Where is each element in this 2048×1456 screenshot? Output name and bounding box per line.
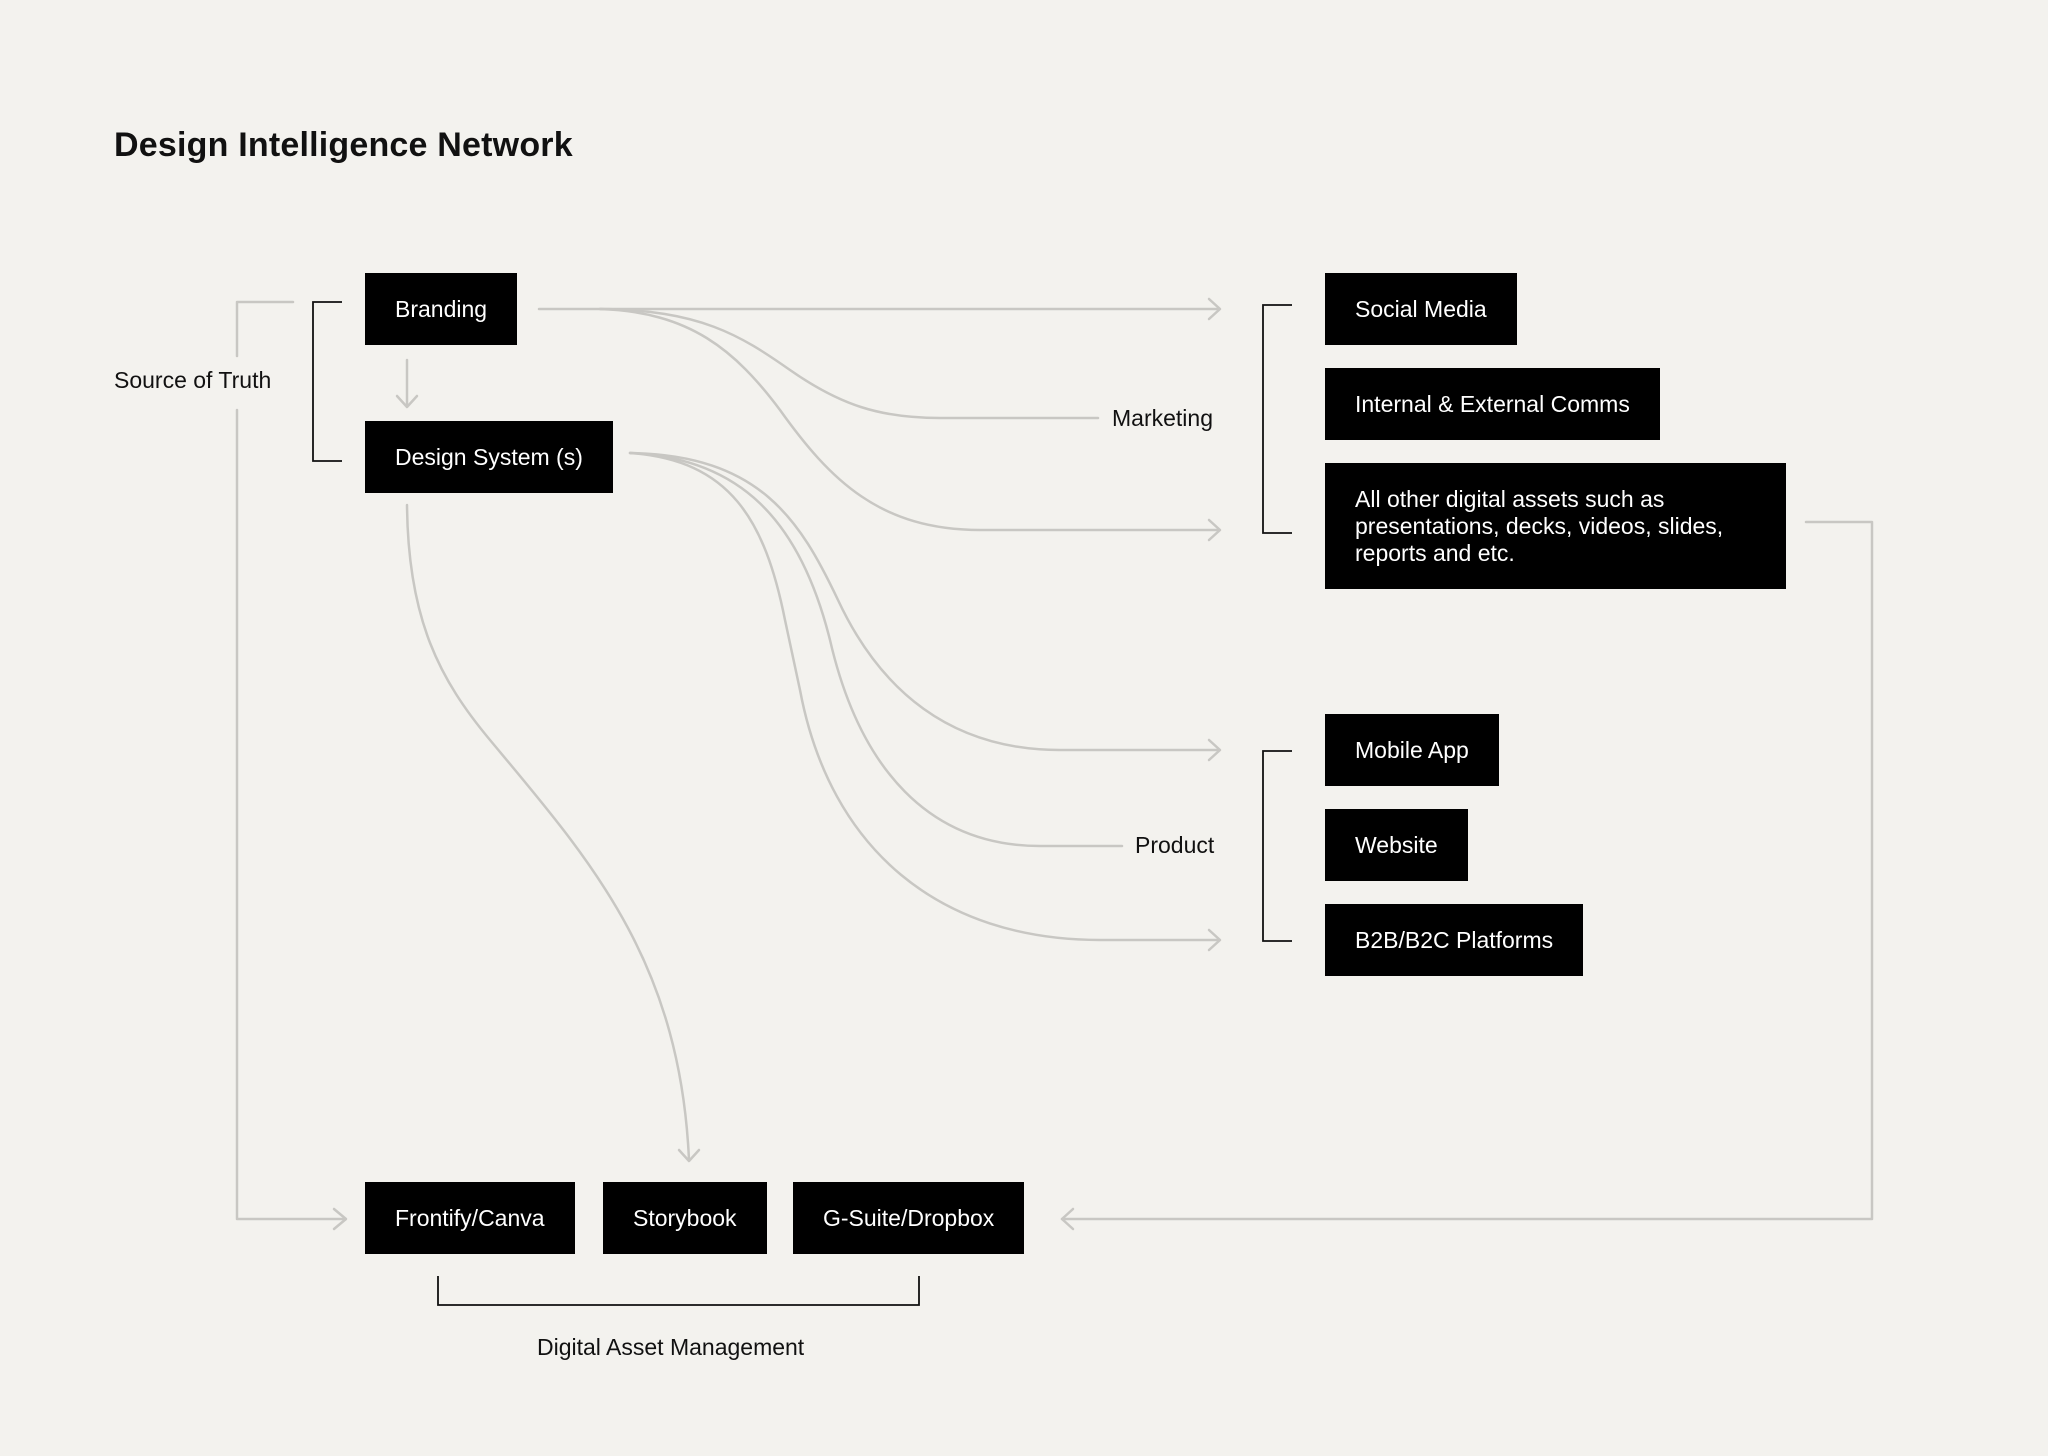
source-of-truth-connector	[235, 300, 347, 1221]
social-media-arrowhead	[1207, 297, 1222, 321]
gsuite-arrowhead	[1060, 1207, 1075, 1231]
design-system-to-storybook-connector	[405, 503, 691, 1162]
social-media-node: Social Media	[1325, 273, 1517, 345]
mobile-app-node: Mobile App	[1325, 714, 1499, 786]
design-system-to-mobile-app-connector	[628, 451, 1221, 752]
dam-bracket	[437, 1276, 920, 1306]
comms-node: Internal & External Comms	[1325, 368, 1660, 440]
branding-to-other-assets-connector	[598, 307, 1221, 532]
branding-to-design-system-arrowhead	[395, 394, 419, 409]
product-label: Product	[1135, 832, 1215, 858]
branding-to-marketing-connector	[598, 307, 1100, 420]
digital-asset-management-label: Digital Asset Management	[537, 1334, 805, 1360]
mobile-app-arrowhead	[1207, 738, 1222, 762]
marketing-bracket	[1262, 304, 1292, 534]
design-system-to-platforms-connector	[628, 451, 1221, 942]
design-system-to-product-connector	[628, 451, 1124, 848]
storybook-arrowhead	[677, 1148, 701, 1163]
marketing-label: Marketing	[1112, 405, 1213, 431]
source-of-truth-bracket	[312, 301, 342, 462]
other-assets-to-gsuite-connector	[1060, 520, 1874, 1221]
platforms-node: B2B/B2C Platforms	[1325, 904, 1584, 976]
source-of-truth-arrowhead	[332, 1207, 348, 1231]
other-assets-arrowhead	[1207, 518, 1222, 542]
storybook-node: Storybook	[603, 1182, 767, 1254]
website-node: Website	[1325, 809, 1468, 881]
branding-node: Branding	[365, 273, 518, 345]
product-bracket	[1262, 750, 1292, 942]
gsuite-node: G-Suite/Dropbox	[793, 1182, 1025, 1254]
frontify-node: Frontify/Canva	[365, 1182, 575, 1254]
design-system-node: Design System (s)	[365, 421, 613, 493]
platforms-arrowhead	[1207, 928, 1222, 952]
other-assets-node: All other digital assets such as present…	[1325, 463, 1786, 589]
source-of-truth-label: Source of Truth	[108, 367, 278, 394]
page-title: Design Intelligence Network	[114, 126, 573, 164]
